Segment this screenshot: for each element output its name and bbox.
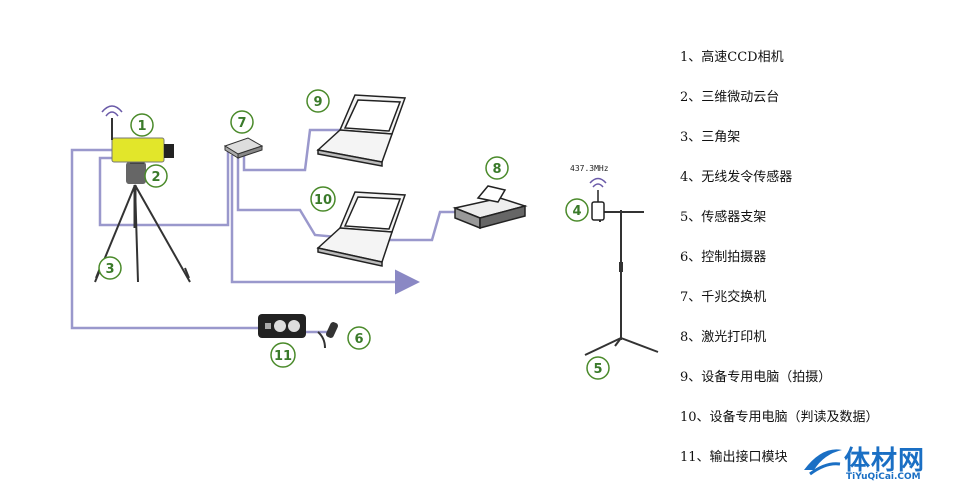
svg-text:1: 1 xyxy=(137,119,146,134)
equipment-diagram: 437.3MHz 1 2 3 4 5 6 7 8 9 10 11 xyxy=(70,89,659,380)
tag-11: 11 xyxy=(270,342,296,368)
svg-text:11: 11 xyxy=(274,349,292,364)
tag-1: 1 xyxy=(130,113,154,137)
svg-text:3: 3 xyxy=(105,262,114,277)
svg-text:7: 7 xyxy=(237,116,246,131)
laptop-analysis xyxy=(316,191,407,267)
wireless-start-sensor xyxy=(591,190,605,221)
laser-printer xyxy=(452,185,528,230)
legend-item: 7、千兆交换机 xyxy=(680,290,767,305)
sensor-stand xyxy=(584,210,659,356)
cables xyxy=(70,128,458,334)
tag-5: 5 xyxy=(586,356,610,380)
watermark-english: TiYuQiCai.COM xyxy=(846,472,921,482)
tag-3: 3 xyxy=(98,256,122,280)
tag-4: 4 xyxy=(565,198,589,222)
ccd-camera xyxy=(111,118,174,163)
legend-item: 8、激光打印机 xyxy=(680,330,767,345)
output-interface-module xyxy=(258,314,306,338)
watermark-logo: 体材网 TiYuQiCai.COM xyxy=(800,440,950,488)
tag-8: 8 xyxy=(485,156,509,180)
svg-text:2: 2 xyxy=(151,170,160,185)
gigabit-switch xyxy=(223,137,264,159)
sensor-signal-icon xyxy=(589,177,607,188)
legend-item: 2、三维微动云台 xyxy=(680,90,780,105)
swoosh-logo-icon xyxy=(804,449,842,476)
tag-9: 9 xyxy=(306,89,330,113)
svg-text:10: 10 xyxy=(314,193,332,208)
shutter-controller xyxy=(317,322,339,349)
svg-text:8: 8 xyxy=(492,162,501,177)
laptop-shooting xyxy=(316,94,407,167)
wireless-signal-icon xyxy=(101,105,123,117)
frequency-label: 437.3MHz xyxy=(570,164,609,173)
svg-text:6: 6 xyxy=(354,332,363,347)
legend-item: 6、控制拍摄器 xyxy=(680,250,767,265)
legend-item: 5、传感器支架 xyxy=(680,210,767,225)
svg-text:5: 5 xyxy=(593,362,602,377)
svg-text:9: 9 xyxy=(313,95,322,110)
tag-10: 10 xyxy=(310,186,336,212)
legend-item: 1、高速CCD相机 xyxy=(680,50,784,65)
tag-6: 6 xyxy=(347,326,371,350)
legend-item: 9、设备专用电脑（拍摄） xyxy=(680,370,832,385)
component-legend: 1、高速CCD相机 2、三维微动云台 3、三角架 4、无线发令传感器 5、传感器… xyxy=(680,44,950,484)
legend-item: 11、输出接口模块 xyxy=(680,450,788,465)
tag-2: 2 xyxy=(144,164,168,188)
legend-item: 10、设备专用电脑（判读及数据） xyxy=(680,410,879,425)
legend-item: 3、三角架 xyxy=(680,130,741,145)
watermark-chinese: 体材网 xyxy=(844,446,926,476)
tag-7: 7 xyxy=(230,110,254,134)
svg-text:4: 4 xyxy=(572,204,581,219)
legend-item: 4、无线发令传感器 xyxy=(680,170,793,185)
